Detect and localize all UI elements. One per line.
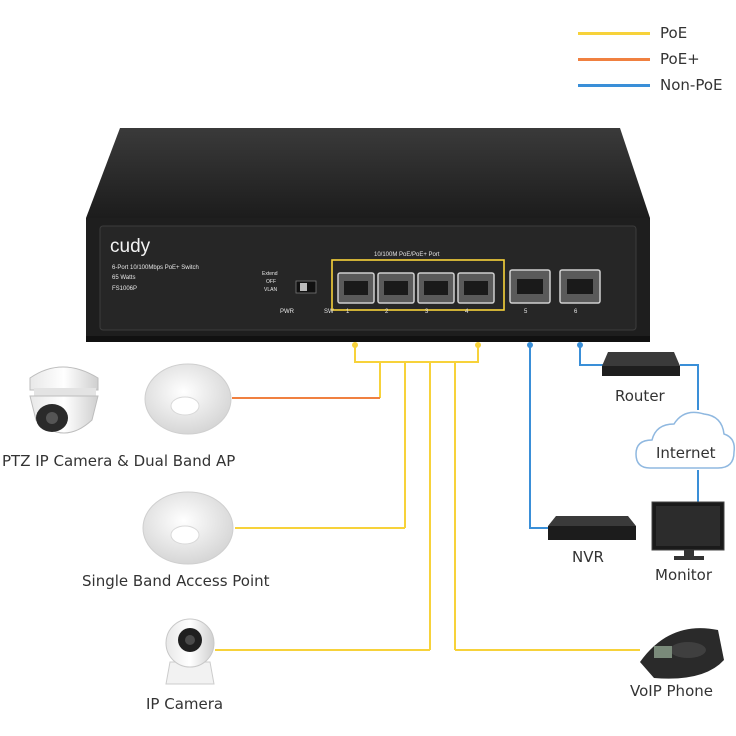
router-label: Router xyxy=(615,387,665,405)
single-band-ap-label: Single Band Access Point xyxy=(82,572,270,590)
port-number: 6 xyxy=(574,309,578,315)
access-point-icon xyxy=(142,491,234,565)
dome-camera-icon xyxy=(29,366,99,434)
cloud-icon xyxy=(635,411,736,469)
router-icon xyxy=(602,352,680,376)
legend-poe-swatch xyxy=(578,31,650,35)
access-point-icon xyxy=(144,363,232,435)
monitor-icon xyxy=(651,501,725,560)
port-number: 2 xyxy=(385,309,389,315)
legend-poeplus-label: PoE+ xyxy=(660,50,700,68)
port-number: 5 xyxy=(524,309,528,315)
nvr-icon xyxy=(548,516,636,540)
line-endpoints xyxy=(352,342,583,348)
legend-poeplus: PoE+ xyxy=(578,50,700,68)
switch-wattage: 65 Watts xyxy=(112,275,136,281)
port-number: 4 xyxy=(465,309,469,315)
ip-camera-label: IP Camera xyxy=(146,695,224,713)
legend-poeplus-swatch xyxy=(578,57,650,61)
mode-extend: Extend xyxy=(262,271,278,277)
port-number: 1 xyxy=(346,309,350,315)
non-poe-connections xyxy=(529,345,699,529)
legend-non-poe-swatch xyxy=(578,83,650,87)
monitor-label: Monitor xyxy=(655,566,713,584)
ptz-camera-ap-label: PTZ IP Camera & Dual Band AP xyxy=(2,452,236,470)
poe-connections xyxy=(215,345,640,651)
port-number: 3 xyxy=(425,309,429,315)
pwr-led-label: PWR xyxy=(280,309,294,315)
conference-phone-icon xyxy=(640,628,724,679)
legend-poe: PoE xyxy=(578,24,687,42)
legend-non-poe: Non-PoE xyxy=(578,76,722,94)
ports xyxy=(337,269,601,304)
sw-led-label: SW xyxy=(324,309,334,315)
legend-non-poe-label: Non-PoE xyxy=(660,76,723,94)
poe-port-group xyxy=(331,259,505,311)
ip-camera-icon xyxy=(165,618,215,685)
nvr-label: NVR xyxy=(572,548,604,566)
voip-phone-label: VoIP Phone xyxy=(630,682,713,700)
switch-description: 6-Port 10/100Mbps PoE+ Switch xyxy=(112,265,199,271)
legend-poe-label: PoE xyxy=(660,24,688,42)
poe-switch xyxy=(86,128,650,342)
mode-vlan: VLAN xyxy=(264,287,278,293)
internet-label: Internet xyxy=(656,444,716,462)
switch-model: FS1006P xyxy=(112,286,138,292)
switch-brand: cudy xyxy=(110,236,151,257)
mode-off: OFF xyxy=(266,279,276,285)
poe-port-label: 10/100M PoE/PoE+ Port xyxy=(374,252,440,258)
